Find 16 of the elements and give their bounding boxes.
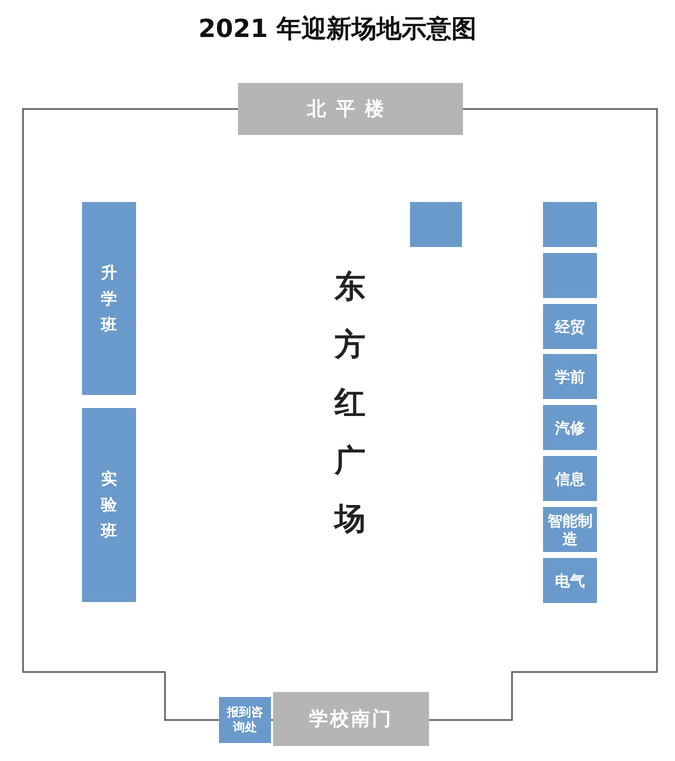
diagram-title: 2021 年迎新场地示意图 xyxy=(197,13,478,45)
building-block: 北平楼 xyxy=(238,83,463,135)
booth-bar: 实验班 xyxy=(82,408,136,602)
booth-box: 经贸 xyxy=(543,304,597,349)
plaza-name: 东方红广场 xyxy=(334,268,366,539)
booth-box: 信息 xyxy=(543,456,597,501)
booth-box xyxy=(543,202,597,247)
booth-box: 汽修 xyxy=(543,405,597,450)
booth-box: 学前 xyxy=(543,354,597,399)
booth-box xyxy=(410,202,462,247)
booth-bar: 升学班 xyxy=(82,202,136,395)
booth-box: 智能制造 xyxy=(543,507,597,552)
booth-box xyxy=(543,253,597,298)
booth-box: 电气 xyxy=(543,558,597,603)
gate-block: 学校南门 xyxy=(273,692,429,746)
booth-box: 报到咨询处 xyxy=(219,697,271,743)
